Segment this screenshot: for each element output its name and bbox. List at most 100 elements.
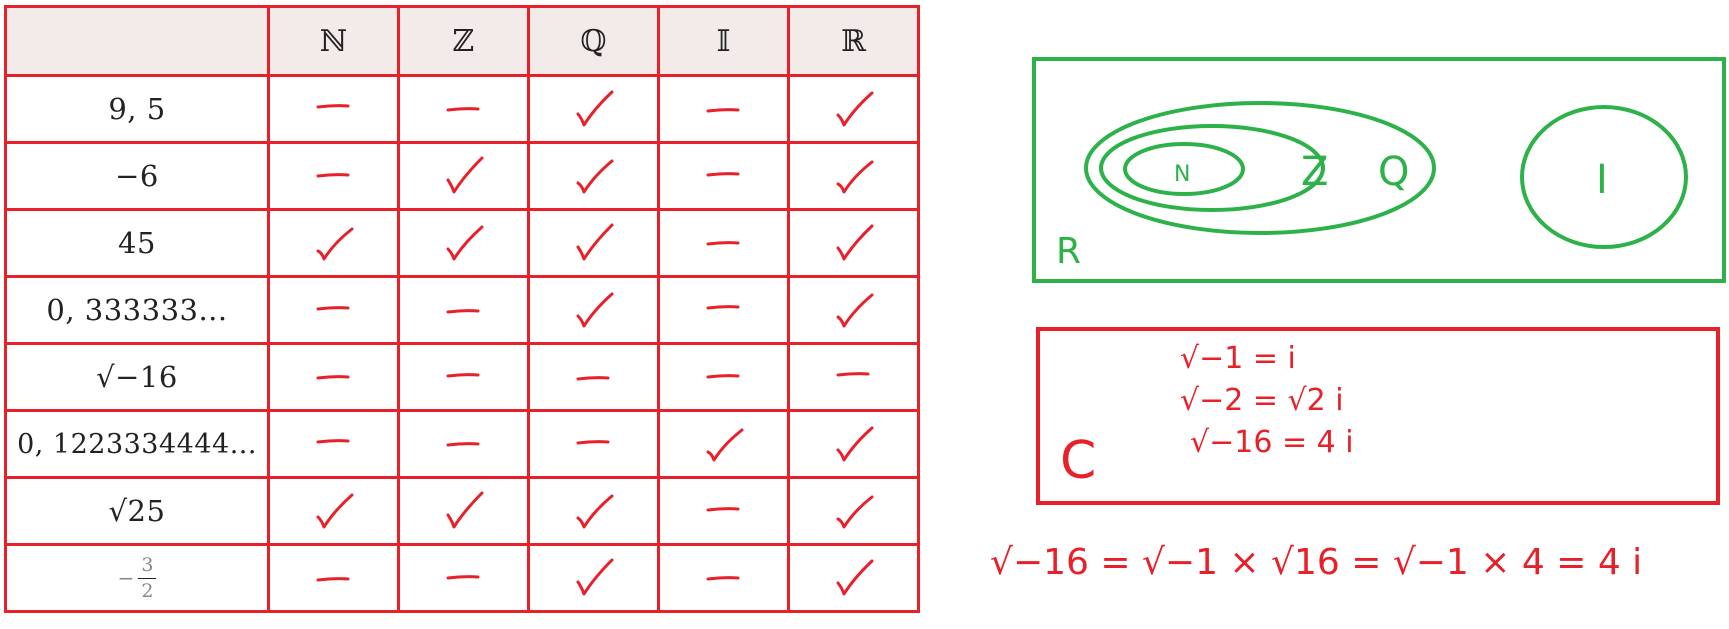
row-label: √−16: [4, 342, 270, 412]
dash-mark-icon: [706, 108, 739, 113]
naturals-ellipse: [1123, 142, 1245, 196]
number-sets-venn-diagram: N Z Q I R: [1032, 57, 1726, 283]
table-row: √25: [4, 476, 920, 546]
mark-cell: [657, 275, 790, 345]
complex-line-3: √−16 = 4 i: [1190, 425, 1354, 460]
row-label: 0, 1223334444...: [4, 409, 270, 479]
header-irrationals: 𝕀: [657, 5, 790, 77]
mark-cell: [787, 74, 920, 144]
row-label: 9, 5: [4, 74, 270, 144]
check-mark-icon: [576, 159, 613, 194]
label-i: I: [1596, 157, 1608, 203]
dash-mark-icon: [576, 440, 609, 445]
check-mark-icon: [576, 223, 613, 261]
complex-line-1: √−1 = i: [1180, 341, 1296, 376]
dash-mark-icon: [446, 575, 479, 580]
mark-cell: [527, 543, 660, 613]
number-set-table: ℕ ℤ ℚ 𝕀 ℝ 9, 5 −6 45 0, 333333... √−16 0…: [4, 5, 920, 613]
check-mark-icon: [836, 426, 873, 462]
check-mark-icon: [836, 293, 873, 328]
check-mark-icon: [836, 495, 873, 529]
mark-cell: [787, 275, 920, 345]
irrationals-circle: [1520, 105, 1688, 249]
check-mark-icon: [836, 224, 873, 261]
mark-cell: [267, 409, 400, 479]
header-rationals: ℚ: [527, 5, 660, 77]
table-row: −6: [4, 141, 920, 211]
check-mark-icon: [706, 428, 743, 462]
mark-cell: [657, 74, 790, 144]
mark-cell: [267, 275, 400, 345]
dash-mark-icon: [316, 577, 349, 582]
venn-svg: N Z Q I R: [1056, 101, 1688, 272]
table-row: 9, 5: [4, 74, 920, 144]
mark-cell: [657, 543, 790, 613]
mark-cell: [527, 476, 660, 546]
dash-mark-icon: [706, 172, 739, 177]
header-empty: [4, 5, 270, 77]
mark-cell: [657, 409, 790, 479]
dash-mark-icon: [446, 373, 479, 378]
table-row: 0, 1223334444...: [4, 409, 920, 479]
mark-cell: [267, 141, 400, 211]
mark-cell: [527, 141, 660, 211]
mark-cell: [267, 74, 400, 144]
check-mark-icon: [576, 90, 613, 127]
mark-cell: [657, 208, 790, 278]
dash-mark-icon: [316, 439, 349, 444]
label-q: Q: [1378, 149, 1409, 195]
label-r: R: [1056, 231, 1081, 272]
mark-cell: [527, 74, 660, 144]
check-mark-icon: [576, 558, 613, 596]
fraction-sign: −: [117, 566, 135, 590]
row-label: √25: [4, 476, 270, 546]
check-mark-icon: [446, 491, 483, 529]
table-row: 45: [4, 208, 920, 278]
row-label: 0, 333333...: [4, 275, 270, 345]
mark-cell: [657, 141, 790, 211]
label-z: Z: [1301, 149, 1328, 195]
row-label: −6: [4, 141, 270, 211]
mark-cell: [267, 543, 400, 613]
mark-cell: [787, 342, 920, 412]
mark-cell: [397, 275, 530, 345]
check-mark-icon: [446, 156, 483, 194]
dash-mark-icon: [446, 107, 479, 112]
dash-mark-icon: [706, 374, 739, 379]
mark-cell: [787, 476, 920, 546]
dash-mark-icon: [316, 104, 349, 109]
mark-cell: [397, 74, 530, 144]
check-mark-icon: [316, 493, 353, 529]
dash-mark-icon: [446, 442, 479, 447]
mark-cell: [267, 342, 400, 412]
complex-label: C: [1060, 431, 1097, 491]
mark-cell: [657, 476, 790, 546]
dash-mark-icon: [706, 576, 739, 581]
label-n: N: [1174, 162, 1190, 187]
mark-cell: [657, 342, 790, 412]
mark-cell: [527, 275, 660, 345]
dash-mark-icon: [706, 305, 739, 310]
mark-cell: [527, 208, 660, 278]
mark-cell: [787, 141, 920, 211]
bottom-equation: √−16 = √−1 × √16 = √−1 × 4 = 4 i: [990, 542, 1643, 583]
complex-numbers-box: C √−1 = i √−2 = √2 i √−16 = 4 i: [1036, 327, 1720, 505]
check-mark-icon: [836, 91, 873, 127]
dash-mark-icon: [316, 173, 349, 178]
check-mark-icon: [576, 494, 613, 529]
mark-cell: [267, 476, 400, 546]
mark-cell: [527, 342, 660, 412]
dash-mark-icon: [836, 372, 869, 377]
mark-cell: [397, 409, 530, 479]
dash-mark-icon: [576, 376, 609, 381]
header-naturals: ℕ: [267, 5, 400, 77]
dash-mark-icon: [706, 507, 739, 512]
integers-ellipse: [1099, 124, 1325, 212]
header-reals: ℝ: [787, 5, 920, 77]
mark-cell: [397, 342, 530, 412]
mark-cell: [397, 141, 530, 211]
mark-cell: [787, 208, 920, 278]
